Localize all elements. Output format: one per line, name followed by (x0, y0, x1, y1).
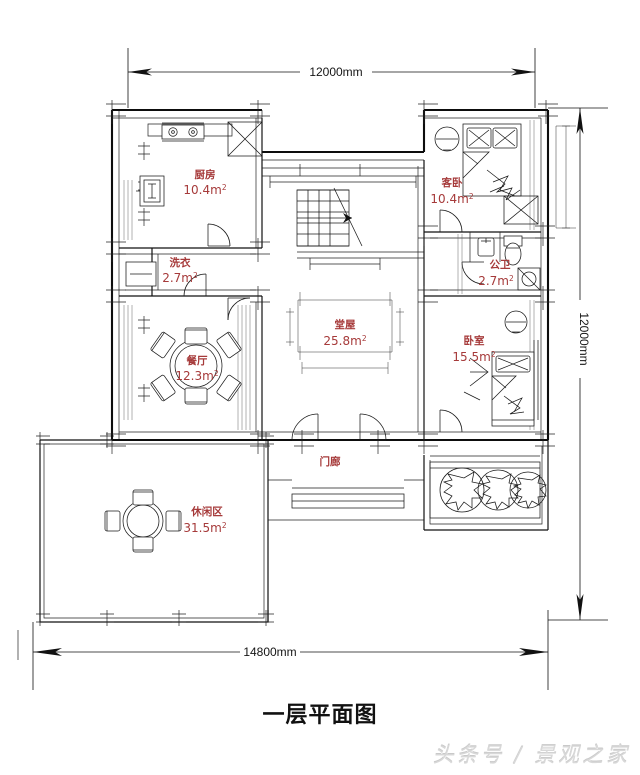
room-label-leisure: 休闲区 31.5m2 (183, 505, 226, 535)
room-porch (268, 413, 424, 521)
room-name-kitchen: 厨房 (195, 168, 216, 181)
dimension-top-value: 12000mm (309, 65, 362, 79)
room-name-dining: 餐厅 (186, 354, 208, 367)
room-guestroom (434, 123, 539, 233)
dimension-bottom-value: 14800mm (243, 645, 296, 659)
door-bathroom (461, 261, 485, 285)
room-laundry (125, 261, 251, 321)
room-label-bedroom: 卧室 15.5m2 (452, 334, 495, 364)
toilet-icon (503, 235, 523, 266)
room-label-bathroom: 公卫 2.7m2 (478, 259, 514, 288)
room-area-hall: 25.8 (323, 334, 350, 348)
dimension-right: 12000mm (548, 107, 608, 621)
room-label-dining: 餐厅 12.3m2 (175, 354, 218, 383)
guest-side-table (434, 126, 460, 152)
interior-walls-center (286, 160, 425, 440)
window-bedroom (533, 340, 539, 420)
room-name-laundry: 洗衣 (170, 256, 191, 269)
master-side-table (504, 310, 528, 334)
room-labels: 厨房 10.4m2 洗衣 2.7m2 餐厅 12.3m2 (162, 168, 514, 535)
room-bathroom (457, 234, 541, 294)
shrub-icon (509, 471, 547, 509)
room-label-laundry: 洗衣 2.7m2 (162, 256, 198, 285)
room-name-bedroom: 卧室 (464, 334, 485, 347)
dimension-top: 12000mm (127, 48, 536, 108)
room-kitchen (136, 121, 263, 247)
room-area-guestroom: 10.4 (430, 192, 457, 206)
washbasin-icon (477, 237, 495, 257)
room-label-kitchen: 厨房 10.4m2 (183, 168, 226, 197)
room-area-leisure: 31.5 (183, 521, 210, 535)
sink-icon (136, 175, 165, 207)
leisure-chairs (104, 489, 182, 553)
shrub-icon (477, 469, 519, 511)
room-label-hall: 堂屋 25.8m2 (323, 318, 366, 348)
sub-dimension-right (555, 125, 576, 229)
svg-text:25.8m2: 25.8m2 (323, 334, 366, 348)
staircase-up (296, 187, 424, 270)
porch-bench (291, 487, 405, 509)
building-outline (110, 108, 550, 442)
room-name-hall: 堂屋 (335, 318, 356, 331)
room-area-bathroom: 2.7 (478, 274, 497, 288)
watermark: 头条号 / 景观之家 (432, 743, 630, 767)
room-label-guestroom: 客卧 10.4m2 (430, 176, 473, 206)
dining-chairs (150, 327, 242, 405)
room-area-bedroom: 15.5 (452, 350, 479, 364)
room-area-laundry: 2.7 (162, 271, 181, 285)
door-entry (291, 413, 387, 441)
room-area-dining: 12.3 (175, 369, 202, 383)
door-laundry (183, 273, 207, 297)
stove-icon (161, 122, 205, 142)
cabinet-icon (227, 121, 263, 157)
washer-icon (125, 261, 157, 287)
svg-text:2.7m2: 2.7m2 (478, 274, 514, 288)
door-bedroom (439, 409, 463, 433)
room-bedroom (439, 310, 539, 433)
page-title: 一层平面图 (262, 703, 377, 728)
planting-bed (429, 455, 547, 519)
dimension-bottom: 14800mm (32, 610, 549, 690)
room-name-leisure: 休闲区 (190, 505, 223, 518)
svg-text:12.3m2: 12.3m2 (175, 369, 218, 383)
room-name-bathroom: 公卫 (490, 259, 511, 271)
dining-table-set (150, 327, 242, 405)
leisure-table-set (104, 489, 182, 553)
svg-text:10.4m2: 10.4m2 (183, 183, 226, 197)
room-area-kitchen: 10.4 (183, 183, 210, 197)
shower-icon (517, 267, 541, 291)
master-bed (491, 351, 535, 427)
svg-text:31.5m2: 31.5m2 (183, 521, 226, 535)
svg-text:15.5m2: 15.5m2 (452, 350, 495, 364)
shrub-icon (439, 467, 485, 513)
door-dining (227, 297, 251, 321)
room-name-guestroom: 客卧 (441, 176, 463, 189)
dimension-right-value: 12000mm (577, 312, 591, 365)
svg-text:10.4m2: 10.4m2 (430, 192, 473, 206)
guest-closet (503, 195, 539, 225)
door-kitchen (207, 223, 231, 247)
guest-bed (462, 123, 522, 201)
room-name-porch: 门廊 (320, 455, 341, 468)
room-label-porch: 门廊 (320, 455, 341, 468)
site-boundary (17, 432, 274, 660)
svg-text:2.7m2: 2.7m2 (162, 271, 198, 285)
door-guestroom (439, 209, 463, 233)
corridor-lines (262, 164, 424, 188)
